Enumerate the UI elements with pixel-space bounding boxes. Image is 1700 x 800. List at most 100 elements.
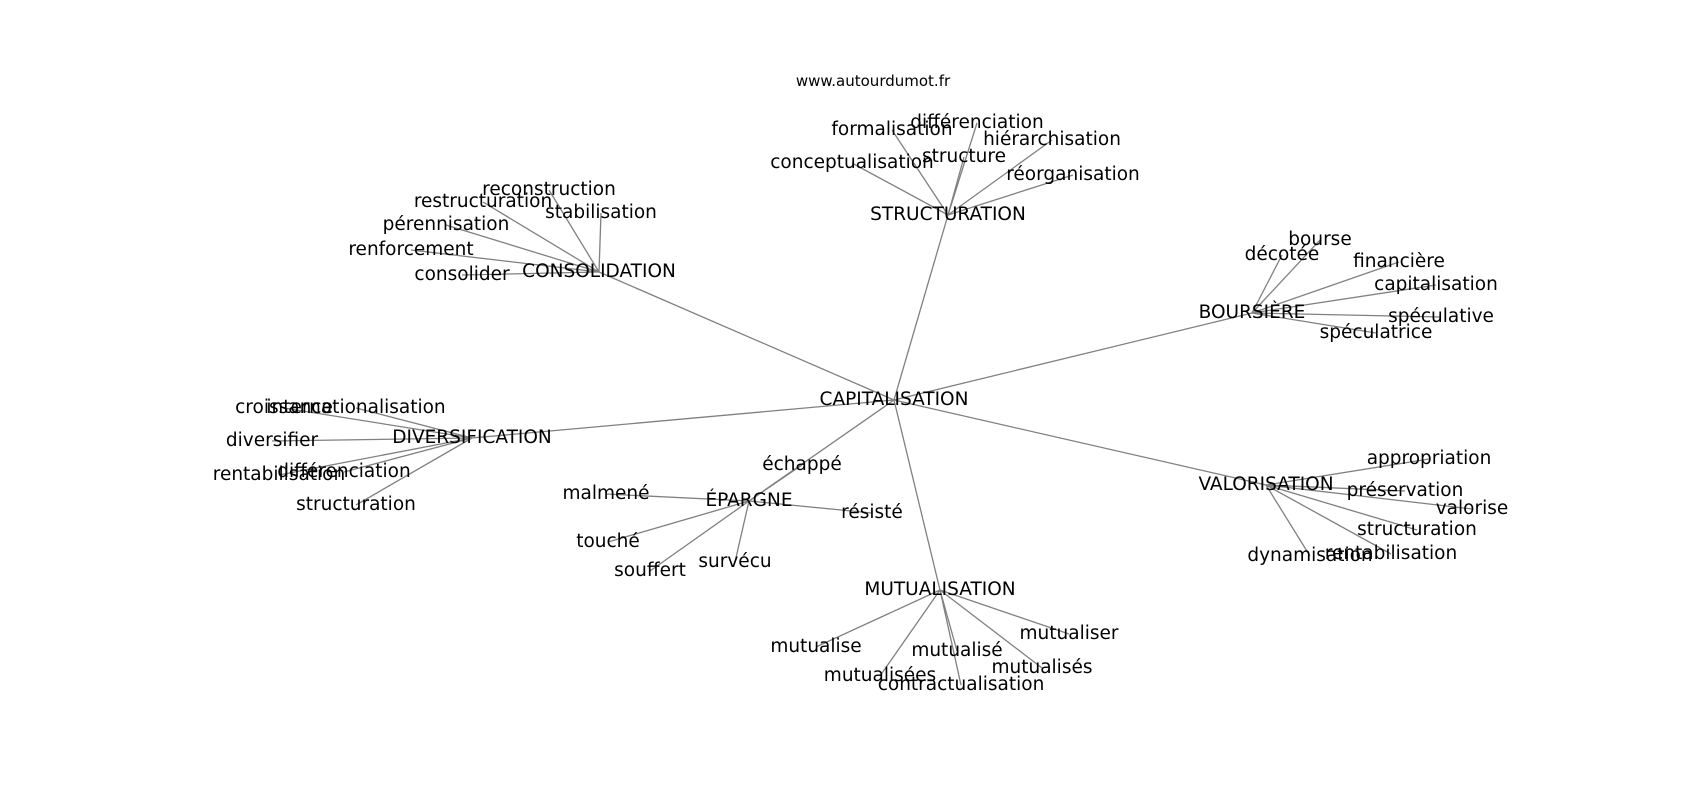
word-node-restructuration[interactable]: restructuration <box>414 191 552 212</box>
edge-center-structuration <box>893 214 949 401</box>
edge-consolidation-reconstruction <box>548 189 600 273</box>
word-node-mutualises[interactable]: mutualisés <box>991 657 1092 678</box>
word-node-appropriation[interactable]: appropriation <box>1367 448 1492 469</box>
word-node-structuration[interactable]: structuration <box>1357 519 1477 540</box>
word-node-survecu[interactable]: survécu <box>698 551 771 572</box>
word-node-bourse[interactable]: bourse <box>1288 229 1351 250</box>
word-node-touche[interactable]: touché <box>576 531 640 552</box>
word-node-differenciation[interactable]: différenciation <box>910 112 1043 133</box>
edge-consolidation-restructuration <box>482 201 600 273</box>
edge-valorisation-structuration <box>1265 484 1418 531</box>
word-node-conceptualisation[interactable]: conceptualisation <box>770 152 934 173</box>
edge-boursiere-speculatrice <box>1251 312 1377 334</box>
word-node-souffert[interactable]: souffert <box>614 560 686 581</box>
word-node-mutualiser[interactable]: mutualiser <box>1020 623 1119 644</box>
graph-labels: CAPITALISATION STRUCTURATION formalisation… <box>213 112 1509 695</box>
edge-mutualisation-mutualiser <box>939 589 1070 635</box>
edge-mutualisation-mutualise <box>815 589 941 648</box>
hub-node-valorisation[interactable]: VALORISATION <box>1198 474 1333 495</box>
word-node-formalisation[interactable]: formalisation <box>831 119 952 140</box>
hub-node-epargne[interactable]: ÉPARGNE <box>705 489 792 511</box>
word-node-consolider[interactable]: consolider <box>414 264 510 285</box>
word-node-financiere[interactable]: financière <box>1353 251 1445 272</box>
edge-mutualisation-mutualisees <box>879 589 941 677</box>
edge-diversification-croissance <box>283 407 473 439</box>
word-node-preservation[interactable]: préservation <box>1347 480 1464 501</box>
edge-structuration-formalisation <box>891 129 949 216</box>
edge-diversification-differenciation <box>343 437 473 473</box>
edge-mutualisation-mutualises <box>939 589 1043 669</box>
hub-node-diversification[interactable]: DIVERSIFICATION <box>392 427 552 448</box>
edge-structuration-conceptualisation <box>851 162 949 216</box>
hub-node-structuration[interactable]: STRUCTURATION <box>870 204 1026 225</box>
edge-epargne-touche <box>607 500 750 543</box>
hub-node-boursiere[interactable]: BOURSIÈRE <box>1199 301 1306 323</box>
word-node-croissance[interactable]: croissance <box>235 397 333 418</box>
edge-center-valorisation <box>893 399 1267 486</box>
edge-valorisation-valorise <box>1265 484 1473 510</box>
edge-boursiere-capitalisation <box>1251 284 1437 314</box>
word-node-contractualisation[interactable]: contractualisation <box>878 674 1045 695</box>
edge-mutualisation-contractualisation <box>939 589 962 686</box>
word-node-perennisation[interactable]: pérennisation <box>383 214 510 235</box>
word-node-decotee[interactable]: décotée <box>1245 244 1320 265</box>
edge-epargne-malmene <box>605 493 750 502</box>
word-node-rentabilisation[interactable]: rentabilisation <box>1325 543 1457 564</box>
edge-consolidation-perennisation <box>445 224 600 273</box>
edge-structuration-reorganisation <box>947 174 1074 216</box>
edge-valorisation-preservation <box>1265 484 1406 492</box>
edge-boursiere-bourse <box>1251 239 1321 314</box>
word-node-diversifier[interactable]: diversifier <box>226 430 319 451</box>
edge-valorisation-appropriation <box>1265 458 1430 486</box>
word-node-renforcement[interactable]: renforcement <box>348 239 473 260</box>
edge-valorisation-rentabilisation <box>1265 484 1392 555</box>
edge-epargne-resiste <box>748 500 873 514</box>
edge-epargne-echappe <box>748 464 803 502</box>
source-watermark: www.autourdumot.fr <box>795 72 951 90</box>
word-node-resiste[interactable]: résisté <box>841 502 903 523</box>
word-node-valorise[interactable]: valorise <box>1436 498 1509 519</box>
edge-diversification-diversifier <box>271 437 473 442</box>
word-node-mutualise[interactable]: mutualisé <box>911 640 1002 661</box>
edge-boursiere-speculative <box>1251 312 1442 318</box>
word-node-rentabilisation[interactable]: rentabilisation <box>213 464 345 485</box>
edge-consolidation-stabilisation <box>598 212 602 273</box>
word-node-reorganisation[interactable]: réorganisation <box>1006 164 1140 185</box>
word-node-structure[interactable]: structure <box>922 146 1006 167</box>
edge-diversification-structuration <box>355 437 473 506</box>
word-node-speculatrice[interactable]: spéculatrice <box>1320 322 1433 343</box>
edge-boursiere-financiere <box>1251 261 1400 314</box>
edge-diversification-internationalisation <box>355 407 473 439</box>
word-node-reconstruction[interactable]: reconstruction <box>482 179 616 200</box>
edge-center-boursiere <box>893 312 1253 401</box>
edge-structuration-hierarchisation <box>947 139 1053 216</box>
edge-boursiere-decotee <box>1251 254 1283 314</box>
word-node-differenciation[interactable]: différenciation <box>277 461 410 482</box>
word-node-internationalisation[interactable]: internationalisation <box>266 397 445 418</box>
edge-structuration-structure <box>947 156 965 216</box>
edge-center-mutualisation <box>893 399 941 591</box>
word-node-echappe[interactable]: échappé <box>762 454 841 475</box>
word-node-dynamisation[interactable]: dynamisation <box>1247 545 1372 566</box>
edge-center-consolidation <box>598 271 895 401</box>
edge-consolidation-consolider <box>461 271 600 276</box>
word-node-mutualise[interactable]: mutualise <box>770 636 861 657</box>
edge-diversification-rentabilisation <box>278 437 473 476</box>
word-node-malmene[interactable]: malmené <box>562 483 649 504</box>
graph-edges <box>271 122 1473 686</box>
edge-epargne-souffert <box>649 500 750 572</box>
hub-node-consolidation[interactable]: CONSOLIDATION <box>522 261 676 282</box>
word-node-mutualisees[interactable]: mutualisées <box>824 665 936 686</box>
edge-consolidation-renforcement <box>410 249 600 273</box>
word-node-structuration[interactable]: structuration <box>296 494 416 515</box>
word-node-capitalisation[interactable]: capitalisation <box>1374 274 1498 295</box>
edge-center-diversification <box>471 399 895 439</box>
center-node-capitalisation[interactable]: CAPITALISATION <box>820 389 969 410</box>
edge-valorisation-dynamisation <box>1265 484 1311 557</box>
word-node-hierarchisation[interactable]: hiérarchisation <box>983 129 1121 150</box>
edge-epargne-survecu <box>734 500 750 563</box>
word-node-stabilisation[interactable]: stabilisation <box>545 202 657 223</box>
hub-node-mutualisation[interactable]: MUTUALISATION <box>864 579 1015 600</box>
word-node-speculative[interactable]: spéculative <box>1388 306 1494 327</box>
